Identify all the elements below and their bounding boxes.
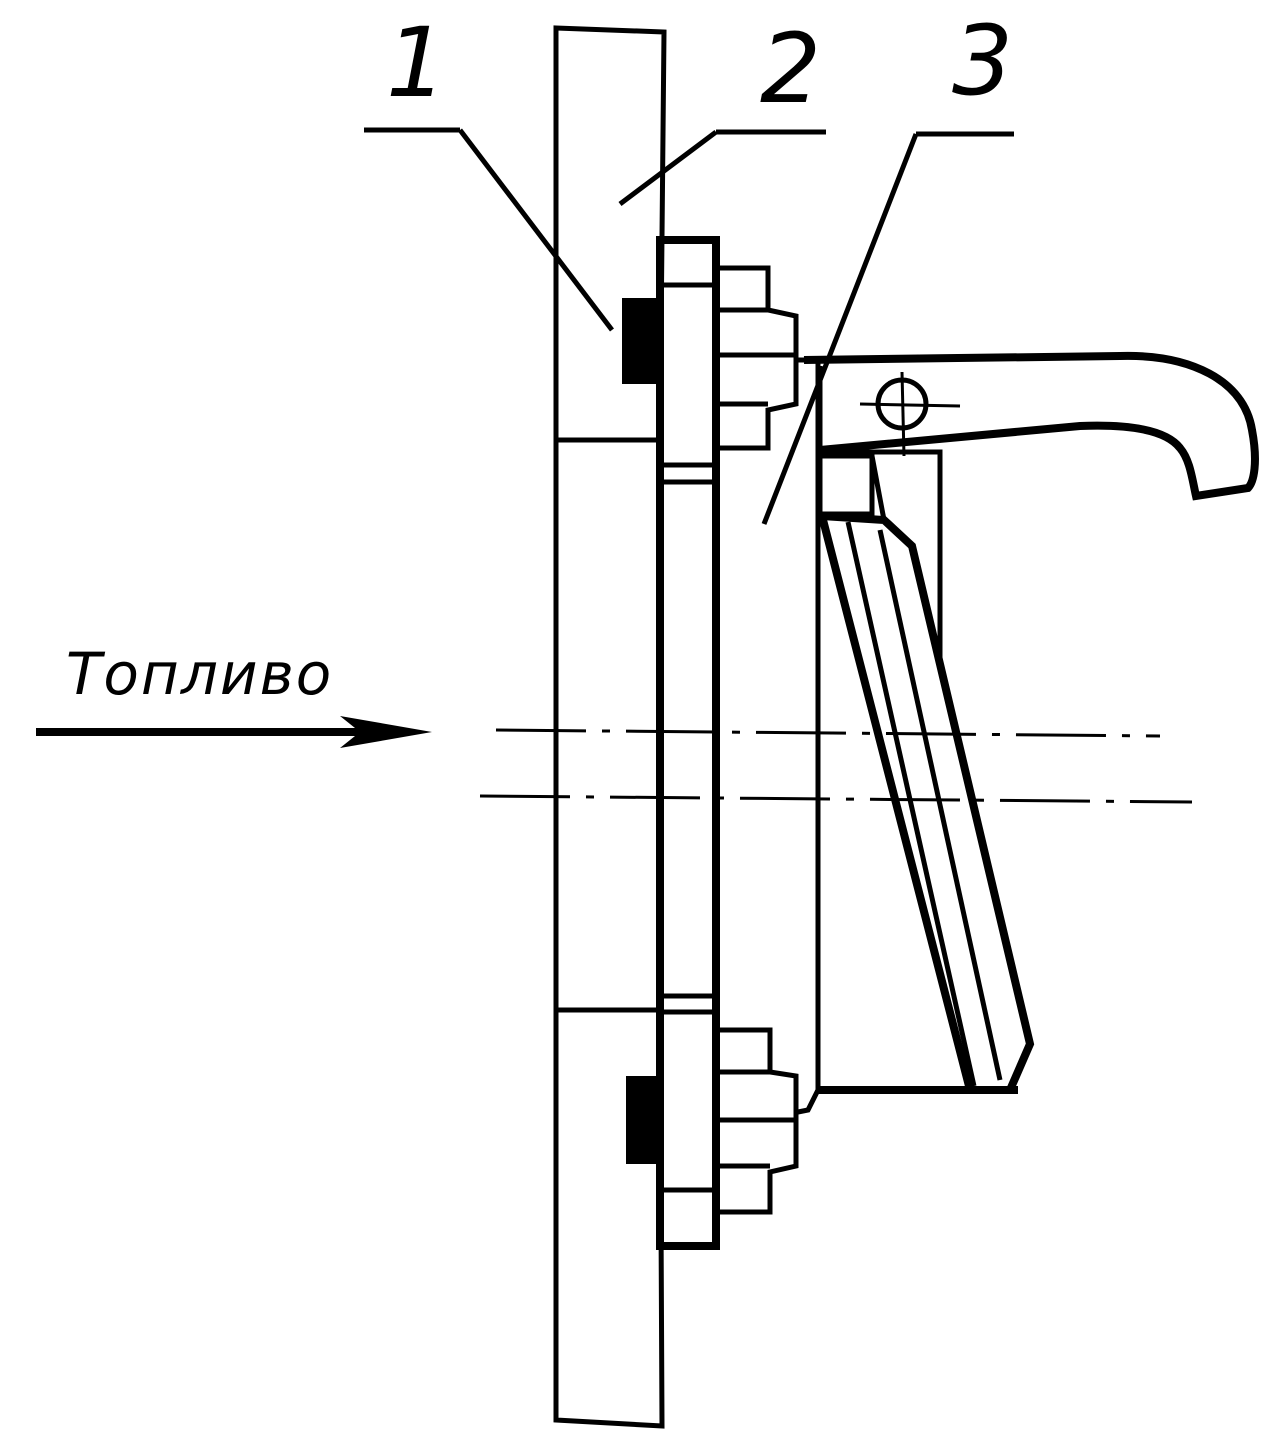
pivot-pin <box>859 371 961 457</box>
upper-nut <box>716 265 799 451</box>
leader-lines <box>364 127 1014 525</box>
part-number-1: 1 <box>386 7 447 119</box>
lower-nut <box>716 1027 799 1215</box>
flow-arrow <box>36 716 432 748</box>
axis-line-lower <box>479 794 1193 804</box>
gasket-lower <box>626 1076 660 1164</box>
flow-label: Топливо <box>66 640 333 708</box>
swing-flap <box>817 453 1035 1094</box>
axis-line-upper <box>495 728 1161 738</box>
part-number-3: 3 <box>952 5 1013 117</box>
gasket-upper <box>622 298 658 384</box>
flange-wall-lower-section <box>553 1007 665 1429</box>
clamping-ring <box>656 236 720 1250</box>
flange-wall <box>553 25 667 1429</box>
part-number-2: 2 <box>760 13 821 125</box>
